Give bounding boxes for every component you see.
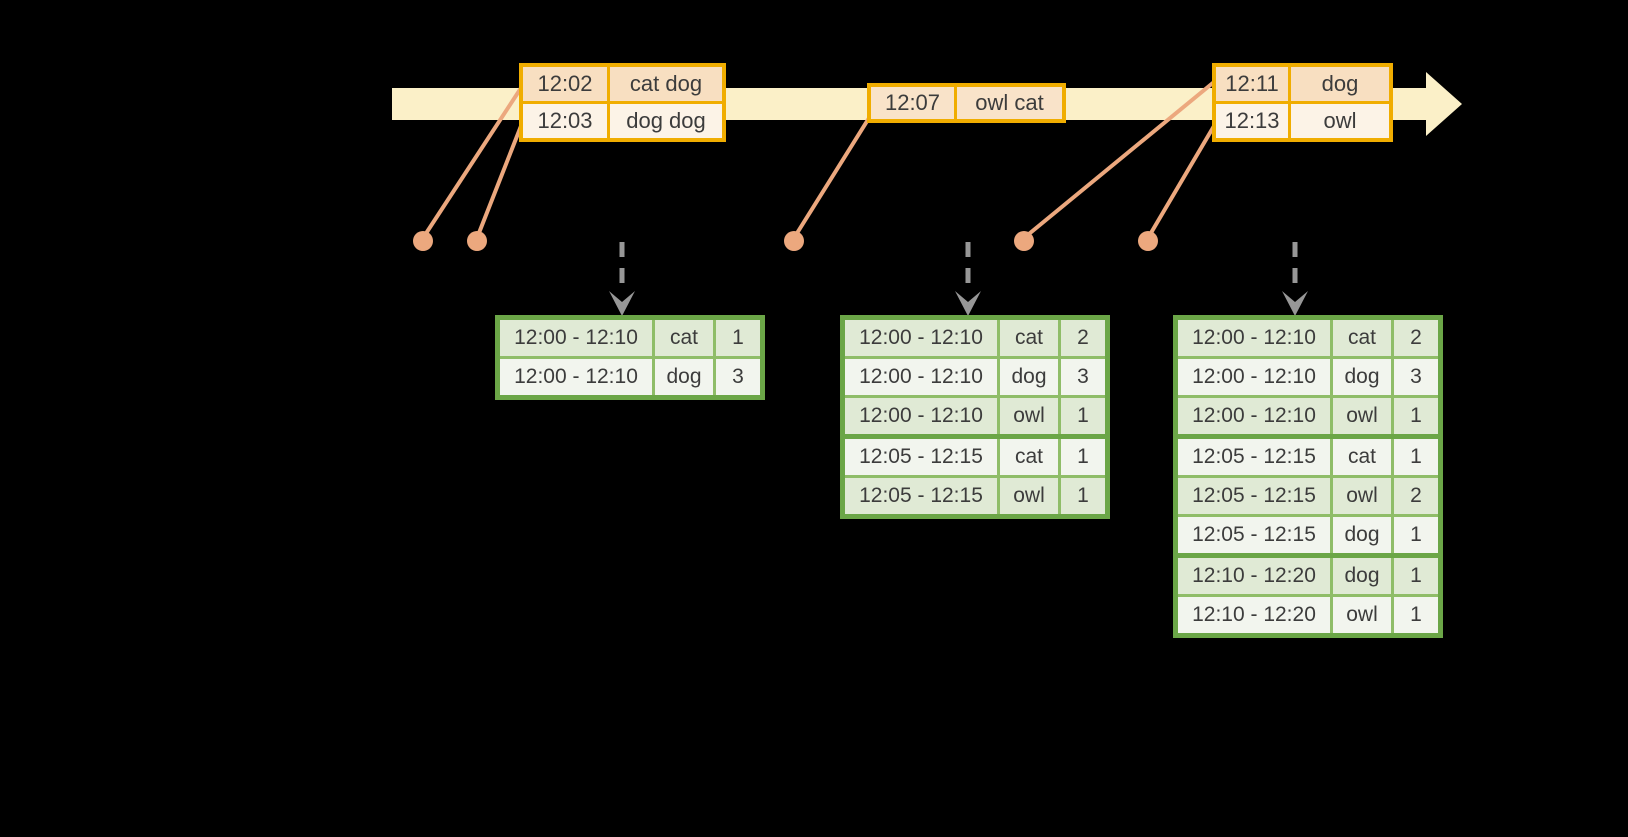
window-cell: 12:00 - 12:10 xyxy=(1174,316,1333,359)
event-time-cell: 12:11 xyxy=(1212,63,1291,104)
result-table-3: 12:00 - 12:10 cat 2 12:00 - 12:10 dog 3 … xyxy=(1173,315,1443,638)
word-cell: dog xyxy=(997,356,1061,398)
trigger-arrowhead-2-icon xyxy=(955,291,981,316)
event-time-cell: 12:03 xyxy=(519,101,610,142)
word-cell: owl xyxy=(997,395,1061,438)
word-cell: dog xyxy=(652,356,716,399)
result-row: 12:00 - 12:10 cat 2 xyxy=(841,316,1109,359)
count-cell: 1 xyxy=(1391,434,1442,478)
window-cell: 12:00 - 12:10 xyxy=(841,316,1000,359)
result-row: 12:00 - 12:10 cat 1 xyxy=(496,316,764,359)
count-cell: 1 xyxy=(1391,594,1442,637)
word-cell: dog xyxy=(1330,553,1394,597)
event-time-cell: 12:13 xyxy=(1212,101,1291,142)
result-row: 12:00 - 12:10 dog 3 xyxy=(841,356,1109,398)
window-cell: 12:00 - 12:10 xyxy=(1174,356,1333,398)
count-cell: 2 xyxy=(1058,316,1109,359)
result-table-2: 12:00 - 12:10 cat 2 12:00 - 12:10 dog 3 … xyxy=(840,315,1110,519)
window-cell: 12:10 - 12:20 xyxy=(1174,594,1333,637)
word-cell: owl xyxy=(1330,594,1394,637)
input-batch-table-3: 12:11 dog 12:13 owl xyxy=(1212,63,1393,142)
result-row: 12:05 - 12:15 owl 1 xyxy=(841,475,1109,518)
event-time-cell: 12:02 xyxy=(519,63,610,104)
event-words-cell: dog xyxy=(1288,63,1393,104)
word-cell: cat xyxy=(997,316,1061,359)
event-line-1203 xyxy=(475,125,523,239)
count-cell: 1 xyxy=(1391,553,1442,597)
event-words-cell: owl cat xyxy=(954,83,1066,123)
event-line-1207 xyxy=(792,116,871,240)
word-cell: dog xyxy=(1330,356,1394,398)
window-cell: 12:05 - 12:15 xyxy=(841,475,1000,518)
word-cell: owl xyxy=(1330,475,1394,517)
word-cell: owl xyxy=(1330,395,1394,438)
count-cell: 3 xyxy=(1058,356,1109,398)
word-cell: cat xyxy=(1330,434,1394,478)
word-cell: owl xyxy=(997,475,1061,518)
window-cell: 12:00 - 12:10 xyxy=(496,356,655,399)
event-words-cell: dog dog xyxy=(607,101,726,142)
count-cell: 2 xyxy=(1391,316,1442,359)
event-dot-1203 xyxy=(467,231,487,251)
window-cell: 12:05 - 12:15 xyxy=(1174,434,1333,478)
result-row: 12:00 - 12:10 dog 3 xyxy=(1174,356,1442,398)
result-row: 12:05 - 12:15 cat 1 xyxy=(1174,434,1442,478)
window-cell: 12:00 - 12:10 xyxy=(841,395,1000,438)
result-row: 12:10 - 12:20 owl 1 xyxy=(1174,594,1442,637)
window-cell: 12:05 - 12:15 xyxy=(1174,514,1333,557)
result-row: 12:00 - 12:10 owl 1 xyxy=(1174,395,1442,438)
word-cell: cat xyxy=(652,316,716,359)
window-cell: 12:10 - 12:20 xyxy=(1174,553,1333,597)
input-row: 12:13 owl xyxy=(1212,101,1393,142)
event-words-cell: owl xyxy=(1288,101,1393,142)
window-cell: 12:00 - 12:10 xyxy=(841,356,1000,398)
count-cell: 2 xyxy=(1391,475,1442,517)
word-cell: cat xyxy=(997,434,1061,478)
event-dots xyxy=(413,231,1158,251)
result-row: 12:00 - 12:10 dog 3 xyxy=(496,356,764,399)
event-lines xyxy=(421,80,1216,240)
event-time-cell: 12:07 xyxy=(867,83,957,123)
window-cell: 12:05 - 12:15 xyxy=(841,434,1000,478)
event-words-cell: cat dog xyxy=(607,63,726,104)
input-batch-table-1: 12:02 cat dog 12:03 dog dog xyxy=(519,63,726,142)
trigger-arrowhead-3-icon xyxy=(1282,291,1308,316)
input-batch-table-2: 12:07 owl cat xyxy=(867,83,1066,123)
timeline-arrowhead-icon xyxy=(1426,72,1462,136)
count-cell: 1 xyxy=(1058,395,1109,438)
result-row: 12:05 - 12:15 owl 2 xyxy=(1174,475,1442,517)
input-row: 12:02 cat dog xyxy=(519,63,726,104)
event-line-1202 xyxy=(421,86,523,240)
count-cell: 1 xyxy=(1391,514,1442,557)
result-row: 12:05 - 12:15 dog 1 xyxy=(1174,514,1442,557)
result-table-1: 12:00 - 12:10 cat 1 12:00 - 12:10 dog 3 xyxy=(495,315,765,400)
input-row: 12:11 dog xyxy=(1212,63,1393,104)
result-row: 12:05 - 12:15 cat 1 xyxy=(841,434,1109,478)
input-row: 12:07 owl cat xyxy=(867,83,1066,123)
event-dot-1211 xyxy=(1014,231,1034,251)
result-row: 12:10 - 12:20 dog 1 xyxy=(1174,553,1442,597)
count-cell: 1 xyxy=(1058,434,1109,478)
count-cell: 3 xyxy=(1391,356,1442,398)
window-cell: 12:05 - 12:15 xyxy=(1174,475,1333,517)
event-dot-1202 xyxy=(413,231,433,251)
window-cell: 12:00 - 12:10 xyxy=(1174,395,1333,438)
event-line-1211 xyxy=(1022,80,1216,240)
word-cell: cat xyxy=(1330,316,1394,359)
window-cell: 12:00 - 12:10 xyxy=(496,316,655,359)
count-cell: 1 xyxy=(1058,475,1109,518)
count-cell: 3 xyxy=(713,356,764,399)
count-cell: 1 xyxy=(1391,395,1442,438)
count-cell: 1 xyxy=(713,316,764,359)
result-row: 12:00 - 12:10 cat 2 xyxy=(1174,316,1442,359)
word-cell: dog xyxy=(1330,514,1394,557)
result-row: 12:00 - 12:10 owl 1 xyxy=(841,395,1109,438)
trigger-arrowhead-1-icon xyxy=(609,291,635,316)
event-line-1213 xyxy=(1146,124,1216,240)
event-dot-1207 xyxy=(784,231,804,251)
event-dot-1213 xyxy=(1138,231,1158,251)
trigger-arrowheads xyxy=(609,291,1308,316)
input-row: 12:03 dog dog xyxy=(519,101,726,142)
trigger-arrows xyxy=(619,242,1298,294)
